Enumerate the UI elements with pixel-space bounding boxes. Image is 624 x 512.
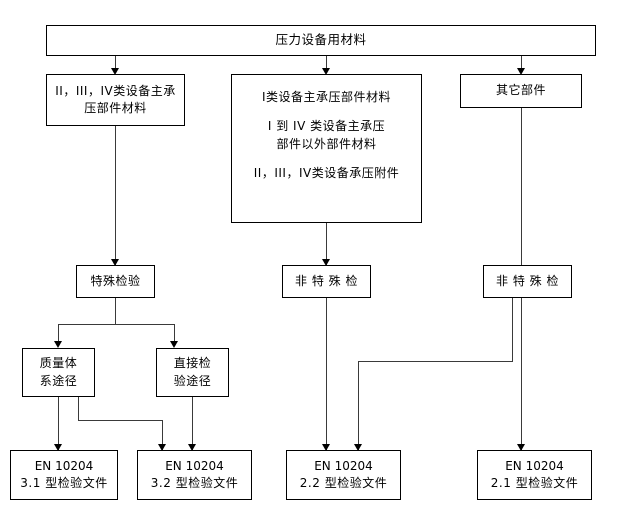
node-label-line-2: 2.2 型检验文件 — [299, 476, 388, 490]
node-label-line-2: 3.2 型检验文件 — [150, 476, 239, 490]
connector-quality-to-32-drop — [78, 397, 79, 420]
connector-cat1-to-nonspecial-mid — [326, 222, 327, 265]
node-non-special-inspection-right[interactable]: 非 特 殊 检 — [483, 265, 572, 298]
node-en10204-2-1[interactable]: EN 10204 2.1 型检验文件 — [477, 450, 592, 500]
connector-other-to-nonspecial-right — [521, 108, 522, 265]
node-en10204-3-1[interactable]: EN 10204 3.1 型检验文件 — [10, 450, 118, 500]
node-label: 特殊检验 — [90, 273, 141, 288]
node-direct-inspection-route[interactable]: 直接检 验途径 — [156, 348, 229, 397]
connector-top-to-other — [521, 55, 522, 72]
node-label-line-1: 质量体 — [39, 356, 78, 371]
node-special-inspection[interactable]: 特殊检验 — [76, 265, 155, 298]
arrowhead-special-to-quality — [54, 341, 62, 348]
node-label-line-2: I 到 IV 类设备主承压 — [267, 119, 386, 134]
arrowhead-top-to-other — [517, 68, 525, 75]
arrowhead-nonspecial-right-to-21 — [517, 444, 525, 451]
arrowhead-cat234-to-special — [111, 259, 119, 266]
node-label-line-2: 系途径 — [39, 373, 78, 388]
connector-nonspecial-mid-to-22 — [326, 298, 327, 450]
arrowhead-quality-to-32 — [158, 444, 166, 451]
connector-nonspecial-right-to-22-span — [358, 361, 513, 362]
node-pressure-equipment-material[interactable]: 压力设备用材料 — [46, 25, 596, 56]
node-cat-234-main-pressure-parts[interactable]: II，III，IV类设备主承 压部件材料 — [46, 74, 185, 126]
connector-top-to-cat1 — [326, 55, 327, 72]
node-en10204-2-2[interactable]: EN 10204 2.2 型检验文件 — [286, 450, 401, 500]
connector-cat234-to-special — [115, 125, 116, 265]
node-label-line-1: II，III，IV类设备主承 — [55, 83, 176, 98]
arrowhead-cat1-to-nonspecial-mid — [322, 259, 330, 266]
node-label-line-2: 验途径 — [173, 373, 212, 388]
arrowhead-top-to-cat234 — [111, 68, 119, 75]
node-label-line-1: 直接检 — [173, 356, 212, 371]
node-en10204-3-2[interactable]: EN 10204 3.2 型检验文件 — [137, 450, 252, 500]
node-label: 压力设备用材料 — [275, 32, 367, 48]
connector-special-to-direct — [174, 324, 175, 346]
connector-nonspecial-right-to-21 — [521, 298, 522, 450]
arrowhead-top-to-cat1 — [322, 68, 330, 75]
arrowhead-nonspecial-right-to-22 — [354, 444, 362, 451]
node-label-line-1: I类设备主承压部件材料 — [261, 90, 392, 104]
connector-quality-to-32-final — [162, 420, 163, 450]
node-cat-1-and-other-materials[interactable]: I类设备主承压部件材料 I 到 IV 类设备主承压 部件以外部件材料 II，II… — [231, 74, 422, 223]
arrowhead-direct-to-32 — [188, 444, 196, 451]
node-label: 非 特 殊 检 — [494, 272, 561, 291]
node-label-line-2: 压部件材料 — [84, 101, 147, 115]
connector-quality-to-32-span — [78, 420, 162, 421]
connector-special-to-quality — [58, 324, 59, 346]
node-label-line-2: 3.1 型检验文件 — [20, 476, 108, 490]
node-label-line-1: EN 10204 — [34, 458, 94, 473]
connector-top-to-cat234 — [115, 55, 116, 72]
connector-quality-to-31 — [58, 397, 59, 450]
node-label-line-1: EN 10204 — [314, 458, 373, 473]
connector-nonspecial-right-to-22-drop — [512, 298, 513, 361]
connector-special-bus — [58, 324, 174, 325]
node-quality-system-route[interactable]: 质量体 系途径 — [22, 348, 95, 397]
node-label-line-2: 2.1 型检验文件 — [490, 476, 579, 490]
node-label-line-3: 部件以外部件材料 — [276, 136, 377, 151]
arrowhead-quality-to-31 — [54, 444, 62, 451]
node-label-line-1: EN 10204 — [165, 458, 224, 473]
connector-special-stem — [115, 298, 116, 324]
node-other-parts[interactable]: 其它部件 — [460, 74, 582, 108]
node-label-line-1: EN 10204 — [505, 458, 564, 473]
connector-nonspecial-right-to-22-final — [358, 361, 359, 450]
node-label: 非 特 殊 检 — [295, 273, 358, 288]
arrowhead-nonspecial-mid-to-22 — [322, 444, 330, 451]
node-label: 其它部件 — [495, 83, 546, 98]
connector-direct-to-32 — [192, 397, 193, 450]
arrowhead-special-to-direct — [170, 341, 178, 348]
node-label-line-4: II，III，IV类设备承压附件 — [253, 166, 400, 181]
node-non-special-inspection-mid[interactable]: 非 特 殊 检 — [282, 265, 371, 298]
